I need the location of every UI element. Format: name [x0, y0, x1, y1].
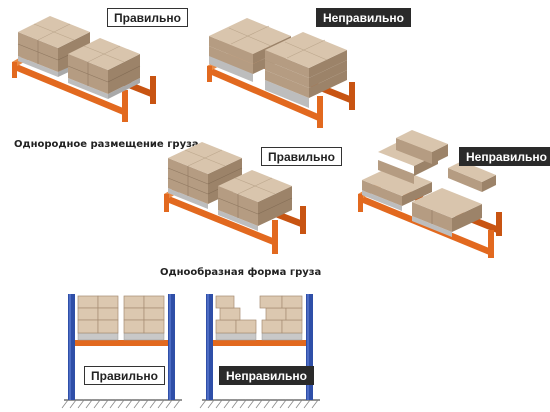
scene-homogeneous-correct [12, 16, 156, 122]
label-incorrect-homogeneous: Неправильно [316, 8, 411, 27]
label-correct-uniform-shape: Правильно [261, 147, 342, 166]
scene-front-view-correct [61, 294, 182, 409]
scene-front-view-incorrect [199, 294, 320, 409]
scene-uniform-shape-incorrect [358, 130, 502, 258]
label-incorrect-front-view: Неправильно [219, 366, 314, 385]
caption-uniform-shape: Однообразная форма груза [160, 267, 322, 278]
caption-homogeneous-placement: Однородное размещение груза [14, 139, 199, 150]
label-incorrect-uniform-shape: Неправильно [459, 147, 550, 166]
scene-homogeneous-incorrect [207, 18, 355, 128]
scene-uniform-shape-correct [164, 142, 306, 254]
label-correct-homogeneous: Правильно [107, 8, 188, 27]
label-correct-front-view: Правильно [84, 366, 165, 385]
